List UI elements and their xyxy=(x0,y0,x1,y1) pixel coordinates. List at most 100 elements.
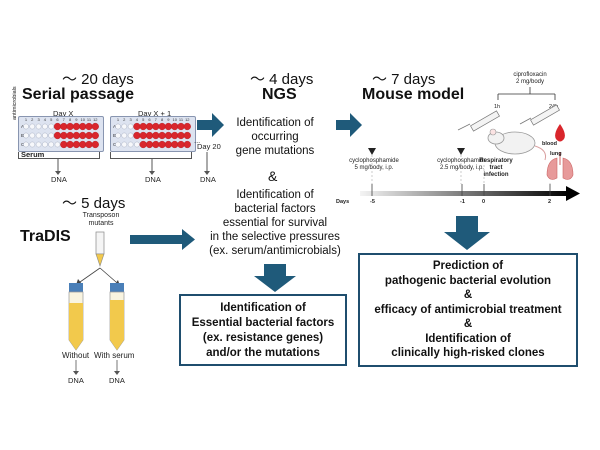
plate-row-label: B xyxy=(21,133,24,138)
tube-serum-icon xyxy=(109,283,125,351)
blood-label: blood xyxy=(542,141,557,147)
arrow-ngs-down xyxy=(254,264,296,292)
plate-row-label: A xyxy=(113,124,116,129)
well-growth xyxy=(91,122,99,131)
plate-col-label: 9 xyxy=(167,117,170,122)
tick-minus1: -1 xyxy=(460,199,465,205)
tradis-dna-1: DNA xyxy=(68,376,84,385)
plate-col-label: 4 xyxy=(44,117,47,122)
plate-col-label: 12 xyxy=(185,117,190,122)
blood-drop-icon xyxy=(555,124,565,142)
plate-col-label: 10 xyxy=(80,117,85,122)
well-empty xyxy=(115,141,121,148)
well-empty xyxy=(29,132,36,139)
plate-col-label: 8 xyxy=(69,117,72,122)
plate-col-label: 5 xyxy=(50,117,53,122)
syringe-icon-1 xyxy=(457,110,500,132)
ngs-ampersand: & xyxy=(268,168,278,184)
mouse-duration: ～ 7 days xyxy=(372,71,436,88)
tick-2: 2 xyxy=(548,199,552,205)
serum-bracket-2 xyxy=(110,152,192,159)
plate-row-label: C xyxy=(113,142,117,147)
ngs-title: NGS xyxy=(262,86,297,103)
well-empty xyxy=(48,132,55,139)
tradis-title: TraDIS xyxy=(20,228,71,245)
well-empty xyxy=(29,141,36,148)
essential-factors-box: Identification of Essential bacterial fa… xyxy=(179,294,347,366)
days-axis-label: Days xyxy=(336,199,350,205)
plate-col-label: 1 xyxy=(25,117,28,122)
well-growth xyxy=(183,131,191,140)
well-empty xyxy=(42,141,48,148)
ellipsis: ... xyxy=(194,136,201,145)
plate-row-label: A xyxy=(21,124,24,129)
dna-label-2: DNA xyxy=(145,175,161,184)
well-empty xyxy=(29,123,36,130)
plate-col-label: 6 xyxy=(148,117,151,122)
tick-0: 0 xyxy=(482,199,486,205)
prediction-box: Prediction of pathogenic bacterial evolu… xyxy=(358,253,578,367)
plate-col-label: 5 xyxy=(142,117,145,122)
syringe-icon-2 xyxy=(519,104,560,126)
tradis-duration: ～ 5 days xyxy=(62,195,126,212)
arrow-serial-to-ngs xyxy=(197,113,224,137)
well-empty xyxy=(23,141,29,148)
plate-col-label: 7 xyxy=(63,117,66,122)
well-empty xyxy=(35,132,42,139)
plate-col-label: 8 xyxy=(161,117,164,122)
well-empty xyxy=(115,132,121,139)
arrow-tradis-to-ngs xyxy=(130,229,195,250)
plate-col-label: 11 xyxy=(87,117,92,122)
serum-label-1: Serum xyxy=(21,150,45,159)
well-growth xyxy=(91,140,99,149)
lung-icon xyxy=(546,152,574,180)
plate-col-label: 9 xyxy=(75,117,78,122)
well-growth xyxy=(183,140,191,149)
mouse-icon xyxy=(487,128,546,161)
plate-col-label: 1 xyxy=(117,117,120,122)
plate-col-label: 11 xyxy=(179,117,184,122)
well-empty xyxy=(48,141,55,148)
well-empty xyxy=(23,123,29,130)
plate-col-label: 10 xyxy=(172,117,177,122)
mouse-title: Mouse model xyxy=(362,86,465,103)
tradis-dna-2: DNA xyxy=(109,376,125,385)
plate-row-label: B xyxy=(113,133,116,138)
plate-col-label: 12 xyxy=(93,117,98,122)
with-serum-label: With serum xyxy=(94,351,135,360)
well-empty xyxy=(127,141,134,148)
plate-row-label: C xyxy=(21,142,25,147)
day-x-label: Day X xyxy=(53,109,74,118)
well-empty xyxy=(42,132,48,139)
day-20-label: Day 20 xyxy=(197,142,221,151)
dna-label-1: DNA xyxy=(51,175,67,184)
plate-col-label: 3 xyxy=(129,117,132,122)
serial-duration: ～ 20 days xyxy=(62,71,134,88)
well-empty xyxy=(54,141,61,148)
plate-col-label: 7 xyxy=(155,117,158,122)
well-empty xyxy=(42,123,48,130)
well-growth xyxy=(91,131,99,140)
well-empty xyxy=(35,141,42,148)
well-empty xyxy=(23,132,29,139)
arrow-ngs-to-mouse xyxy=(336,113,362,137)
without-label: Without xyxy=(62,351,90,360)
well-empty xyxy=(35,123,42,130)
time-1h: 1h xyxy=(494,104,501,110)
well-empty xyxy=(127,123,134,130)
ngs-duration: ～ 4 days xyxy=(250,71,314,88)
plate-col-label: 6 xyxy=(56,117,59,122)
dna-label-3: DNA xyxy=(200,175,216,184)
well-empty xyxy=(127,132,134,139)
